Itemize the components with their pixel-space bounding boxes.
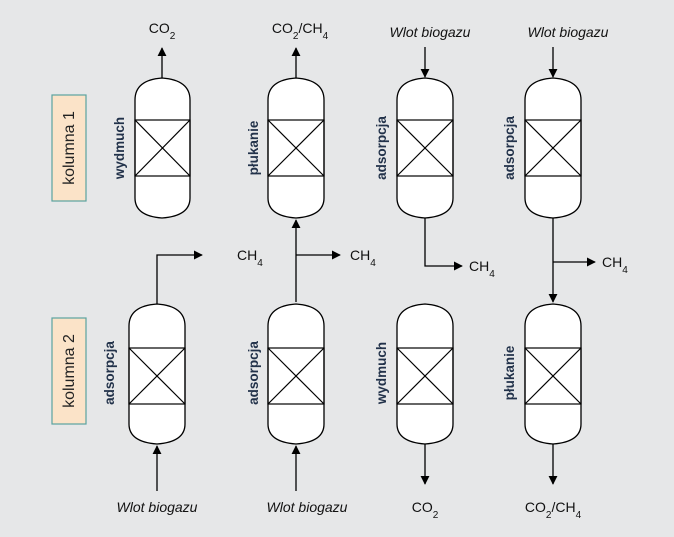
flow-label-2-3-bottom: CO2: [412, 499, 439, 521]
column-2-label-box: kolumna 2: [51, 317, 87, 425]
flow-label-1-1-top: CO2: [149, 20, 176, 42]
vessel-2-4: [524, 303, 582, 445]
side-arrow-1-3: [424, 218, 463, 271]
column-2-label: kolumna 2: [61, 334, 78, 408]
stage-label-1-1: wydmuch: [112, 117, 127, 180]
flow-label-1-4-side: CH4: [602, 254, 628, 276]
vessel-2-1: [128, 303, 186, 445]
side-arrow-2-1: [156, 250, 203, 304]
vessel-2-3: [396, 303, 454, 445]
flow-label-2-1-side: CH4: [237, 247, 263, 269]
vessel-1-1: [134, 77, 191, 219]
flow-label-1-2-top: CO2/CH4: [272, 20, 329, 42]
column-1-label-box: kolumna 1: [51, 94, 87, 202]
stage-label-1-4: adsorpcja: [502, 116, 517, 180]
vessel-2-2: [267, 303, 325, 445]
column-1-label: kolumna 1: [61, 111, 78, 185]
flow-label-1-4-top: Wlot biogazu: [528, 24, 609, 40]
stage-label-2-2: adsorpcja: [246, 341, 261, 405]
stage-label-1-2: płukanie: [246, 120, 261, 175]
vessel-1-3: [396, 77, 454, 219]
stage-label-1-3: adsorpcja: [374, 116, 389, 180]
vessel-1-4: [524, 77, 582, 219]
stage-label-2-3: wydmuch: [374, 342, 389, 405]
stage-label-2-4: płukanie: [502, 345, 517, 400]
vessel-1-2: [267, 77, 325, 219]
flow-label-2-4-bottom: CO2/CH4: [525, 499, 582, 521]
flow-label-1-3-side: CH4: [469, 258, 495, 280]
flow-label-2-2-side: CH4: [350, 247, 376, 269]
flow-label-1-3-top: Wlot biogazu: [390, 24, 471, 40]
flow-label-2-1-bottom: Wlot biogazu: [117, 499, 198, 515]
flow-label-2-2-bottom: Wlot biogazu: [267, 499, 348, 515]
stage-label-2-1: adsorpcja: [102, 341, 117, 405]
